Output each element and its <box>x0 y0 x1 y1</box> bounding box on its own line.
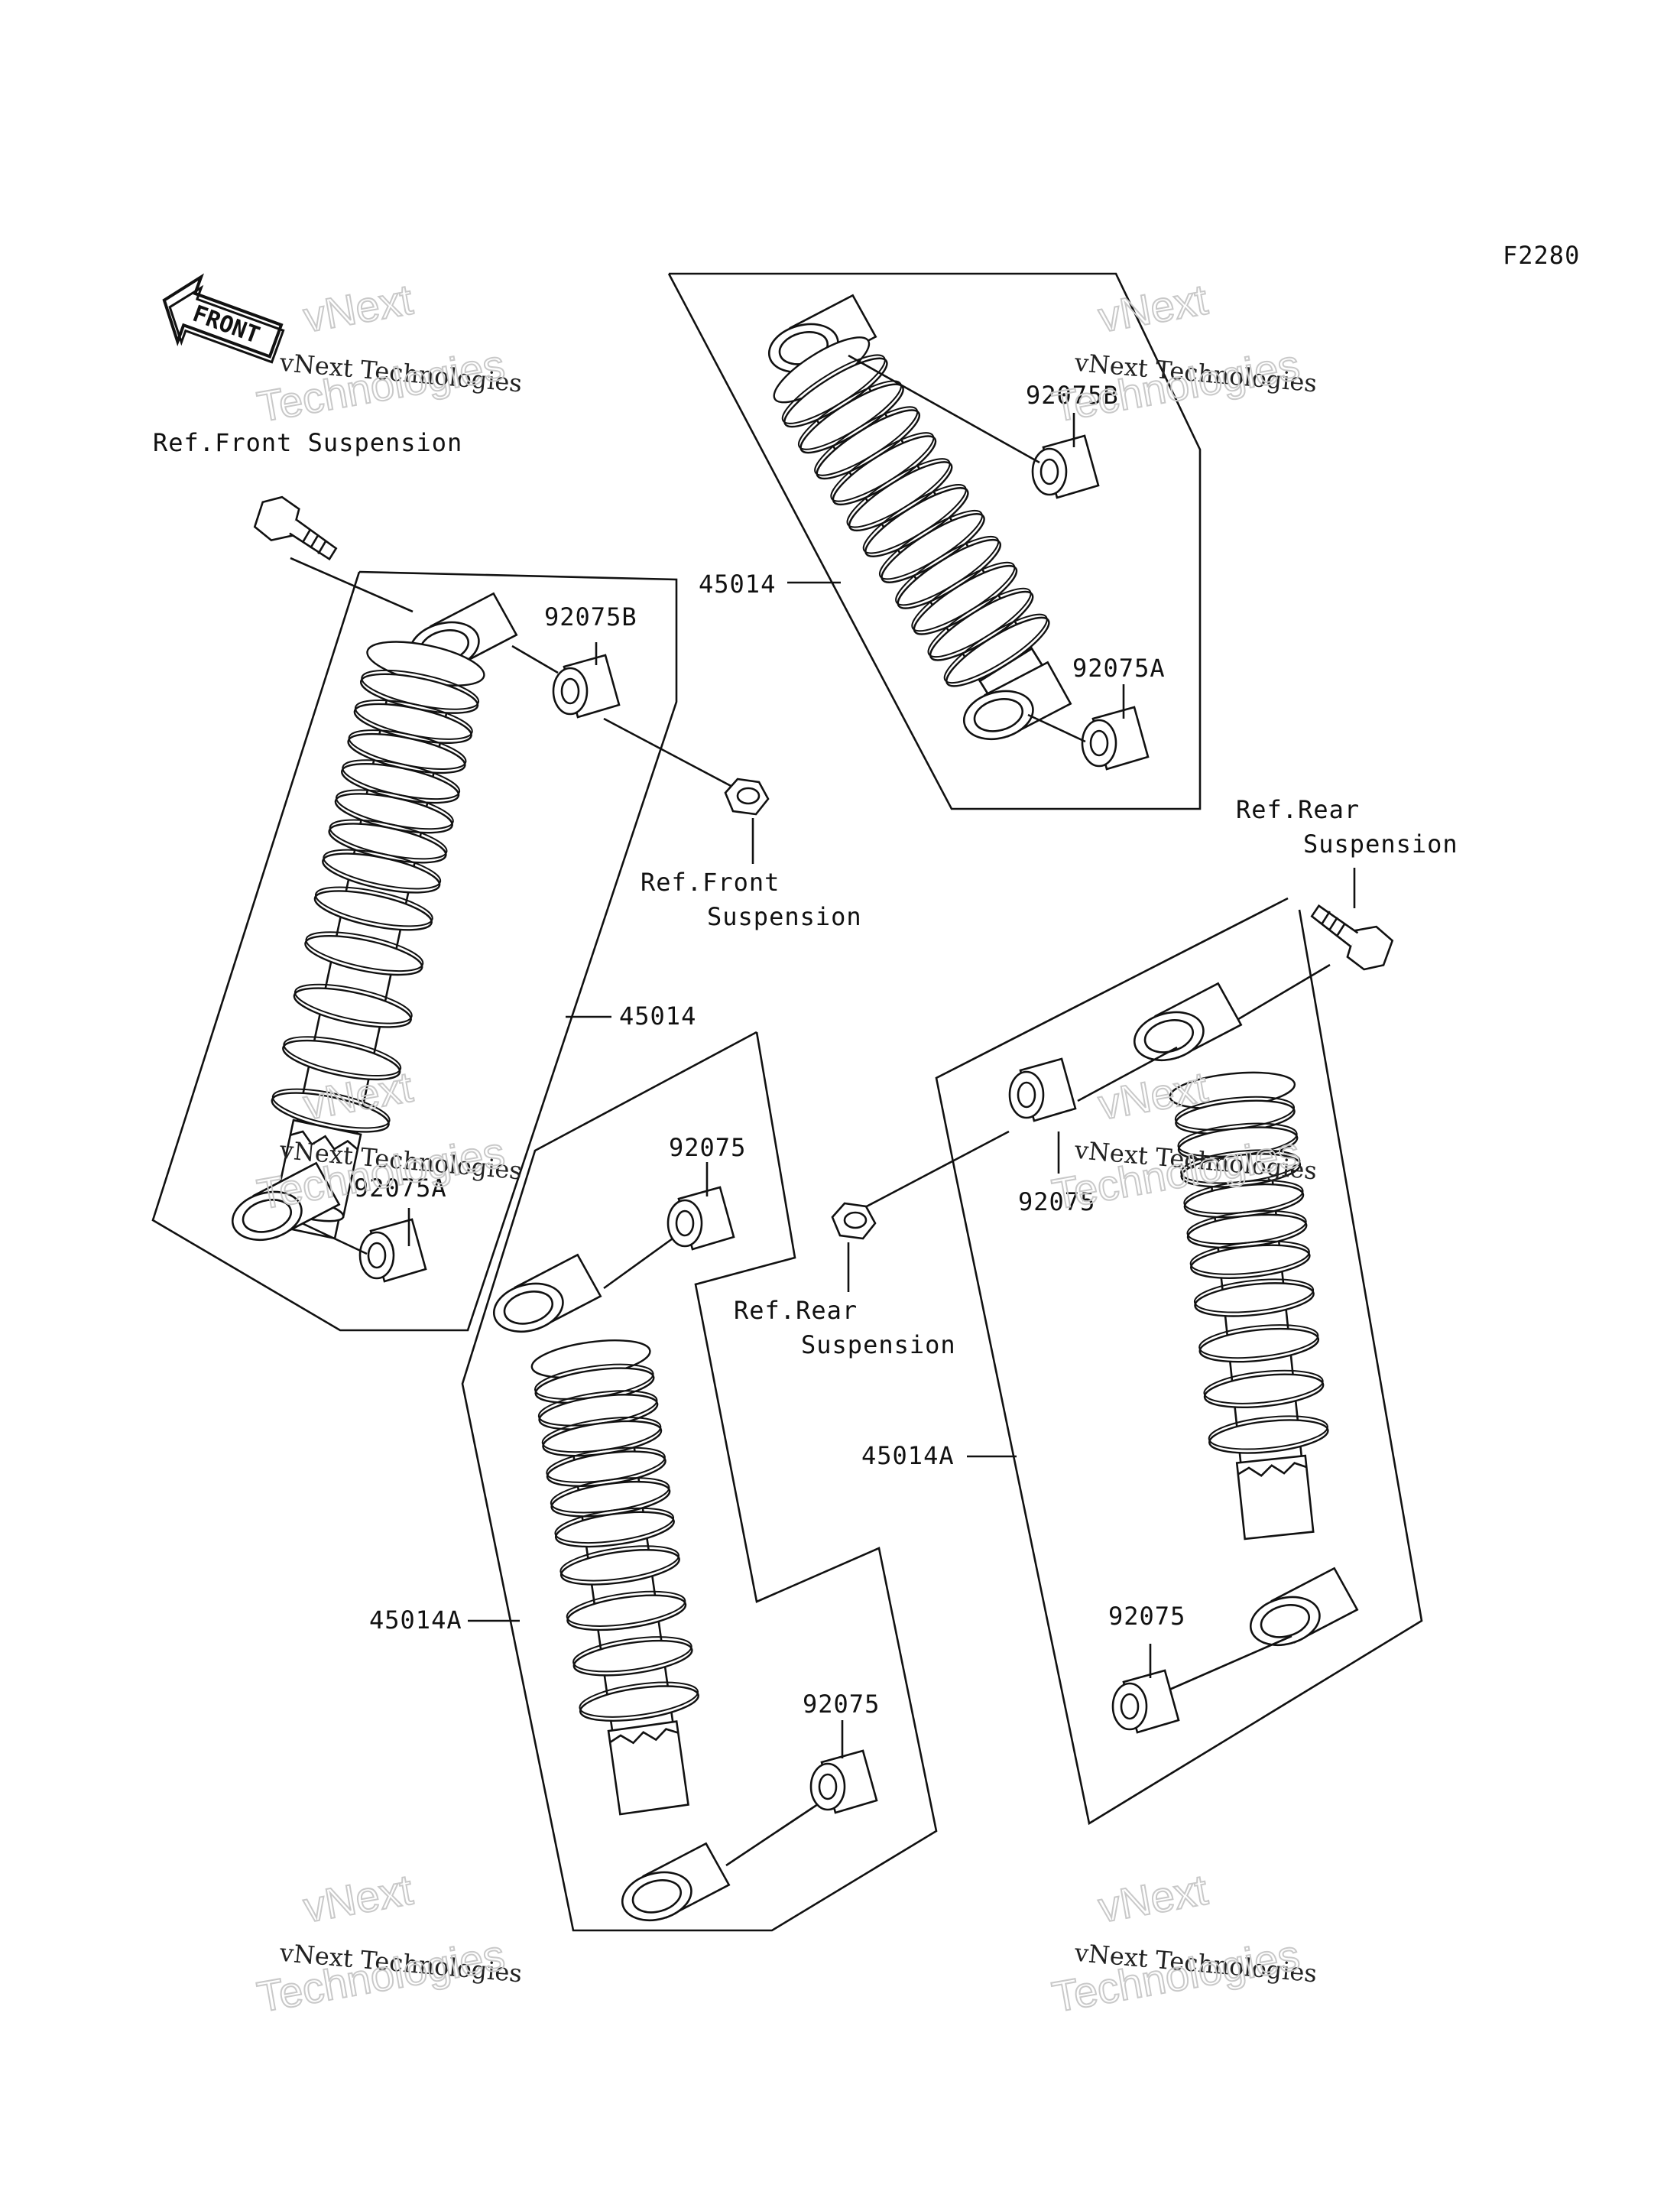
nut-rear-right <box>831 1202 877 1240</box>
bushing-92075-bl-top <box>666 1186 735 1251</box>
watermark-1: vNext vNext Technologies Technologies <box>253 274 524 431</box>
label-92075-br-top: 92075 <box>1018 1187 1095 1216</box>
watermark-6: vNext vNext Technologies Technologies <box>1048 1864 1318 2021</box>
watermark-text: vNext <box>1095 274 1211 341</box>
bushing-92075B-top <box>1031 434 1100 499</box>
label-92075A-top: 92075A <box>1072 654 1166 683</box>
bolt-front-left <box>251 491 347 561</box>
label-92075-bl-top: 92075 <box>669 1133 746 1162</box>
group-outline <box>461 1031 938 1932</box>
bushing-92075A-left <box>358 1218 427 1283</box>
label-ref-rear-top-2: Suspension <box>1303 830 1458 859</box>
watermark-text: vNext <box>300 1865 416 1931</box>
bushing-92075B-left <box>552 654 621 719</box>
label-ref-front-mid-2: Suspension <box>707 902 862 931</box>
bushing-92075-br-bottom <box>1111 1669 1180 1734</box>
watermark-text: vNext <box>1095 1865 1211 1931</box>
watermark-text: vNext <box>300 274 416 341</box>
label-92075B-top: 92075B <box>1026 381 1119 410</box>
front-right-shock-group <box>667 272 1202 810</box>
group-outline <box>151 570 678 1332</box>
label-92075-bl-bottom: 92075 <box>803 1690 880 1719</box>
group-outline <box>667 272 1202 810</box>
label-92075B-left: 92075B <box>544 602 637 631</box>
bushing-92075-bl-bottom <box>809 1749 878 1814</box>
label-ref-rear-top-1: Ref.Rear <box>1236 795 1360 824</box>
bushing-92075-br-top <box>1008 1057 1077 1122</box>
front-left-shock-group <box>151 491 770 1332</box>
label-45014-top: 45014 <box>699 570 776 599</box>
watermark-5: vNext vNext Technologies Technologies <box>253 1864 524 2021</box>
rear-right-shock-group <box>831 868 1423 1826</box>
rear-left-shock-group <box>461 1031 938 1932</box>
watermark-2: vNext vNext Technologies Technologies <box>1048 274 1318 431</box>
label-45014A-bl: 45014A <box>369 1605 462 1635</box>
label-45014A-br: 45014A <box>861 1441 955 1470</box>
label-ref-front-mid-1: Ref.Front <box>641 868 780 897</box>
label-45014-left: 45014 <box>619 1002 696 1031</box>
figure-code: F2280 <box>1503 241 1580 270</box>
bolt-rear-right <box>1299 904 1396 976</box>
label-92075-br-bottom: 92075 <box>1108 1602 1185 1631</box>
bushing-92075A-top <box>1081 706 1150 771</box>
label-92075A-left: 92075A <box>354 1174 447 1203</box>
watermark-3: vNext vNext Technologies Technologies <box>253 1061 524 1219</box>
group-outline <box>935 897 1423 1826</box>
front-arrow-icon: FRONT <box>162 273 285 364</box>
label-ref-front-top: Ref.Front Suspension <box>153 428 462 457</box>
label-ref-rear-mid-2: Suspension <box>801 1330 956 1359</box>
label-ref-rear-mid-1: Ref.Rear <box>734 1296 858 1325</box>
nut-front-left <box>724 778 770 816</box>
